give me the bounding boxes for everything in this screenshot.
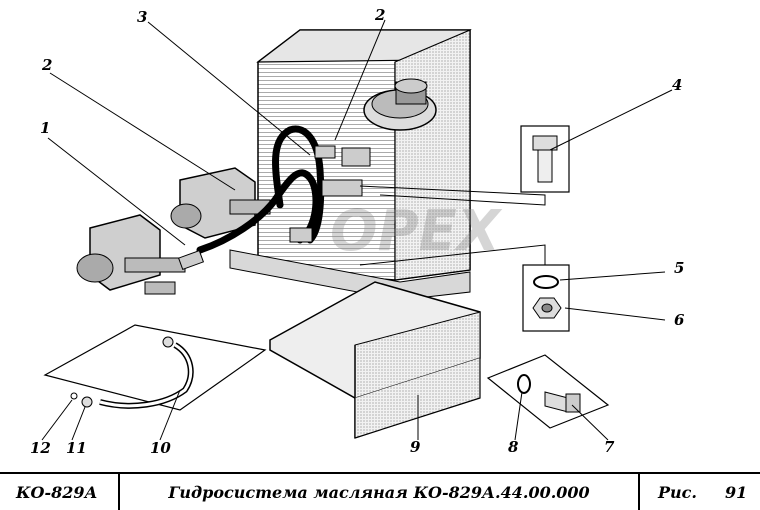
title-block: КО-829А Гидросистема масляная КО-829А.44… <box>0 472 760 510</box>
drawing-title: Гидросистема масляная КО-829А.44.00.000 <box>168 482 590 502</box>
callout-2a: 2 <box>41 56 52 74</box>
hydraulic-diagram: OPEX 1 2 2 3 4 5 6 7 8 9 10 11 12 <box>30 6 685 457</box>
bolt-detail <box>520 125 570 193</box>
valve-block-1 <box>76 214 186 295</box>
hose-fittings <box>177 145 371 271</box>
title-cell: Гидросистема масляная КО-829А.44.00.000 <box>120 474 640 510</box>
callout-12: 12 <box>30 439 51 457</box>
valve-block-2 <box>170 167 271 239</box>
bolt-washer-detail <box>486 354 610 429</box>
callout-11: 11 <box>66 439 87 457</box>
figure-cell: Рис. 91 <box>640 474 760 510</box>
model-label: КО-829А <box>16 482 98 502</box>
hoses <box>196 125 325 254</box>
filler-cap <box>363 78 437 131</box>
callout-3: 3 <box>137 8 147 26</box>
model-cell: КО-829А <box>0 474 120 510</box>
callout-1: 1 <box>40 119 50 137</box>
washer-nut-detail <box>522 264 570 332</box>
callout-2b: 2 <box>374 6 385 24</box>
callout-7: 7 <box>604 438 615 456</box>
callout-5: 5 <box>674 259 684 277</box>
callout-10: 10 <box>150 439 171 457</box>
guard-cover <box>269 281 481 439</box>
callout-8: 8 <box>508 438 519 456</box>
svg-text:OPEX: OPEX <box>330 199 503 264</box>
callout-9: 9 <box>410 438 421 456</box>
tube-detail <box>43 324 267 411</box>
callout-labels: 1 2 2 3 4 5 6 7 8 9 10 11 12 <box>30 6 685 457</box>
leader-lines <box>41 19 673 441</box>
mounting-plate <box>229 249 471 301</box>
callout-4: 4 <box>672 76 682 94</box>
callout-6: 6 <box>674 311 685 329</box>
figure-label: Рис. <box>658 482 697 502</box>
watermark: OPEX <box>330 199 503 264</box>
figure-number: 91 <box>724 482 748 502</box>
